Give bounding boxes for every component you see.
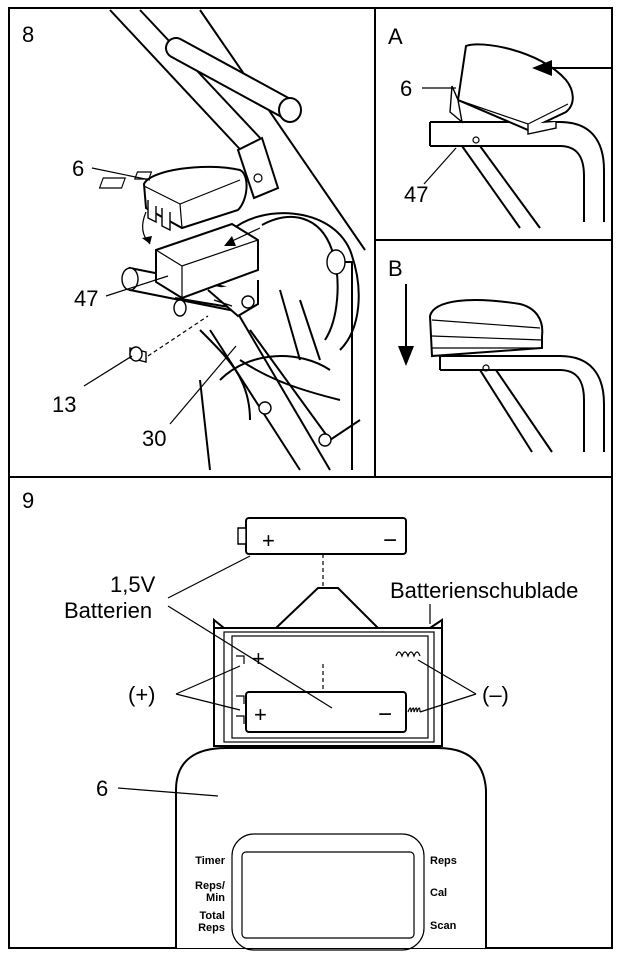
detail-b-letter: B (388, 256, 403, 281)
detail-a-letter: A (388, 24, 403, 49)
display-label-reps: Reps (430, 855, 457, 867)
display-label-total-2: Reps (198, 922, 225, 934)
battery-top-minus: − (383, 527, 397, 554)
battery-bottom-plus: + (254, 702, 267, 727)
callout-bracket-47-a: 47 (404, 182, 428, 207)
step-8-number: 8 (22, 22, 34, 47)
display-label-repsmin-2: Min (206, 892, 225, 904)
tray-plus-mark: + (252, 646, 265, 671)
step-8-illustration (83, 9, 366, 471)
step-9-number: 9 (22, 488, 34, 513)
display-label-timer: Timer (195, 855, 225, 867)
battery-top-plus: + (262, 528, 275, 553)
callout-console-6-step9: 6 (96, 776, 108, 801)
display-label-total-1: Total (200, 910, 225, 922)
callout-console-6: 6 (72, 156, 84, 181)
battery-label-line1: 1,5V (110, 572, 156, 597)
step-9-illustration (117, 517, 487, 951)
minus-terminal-label: (–) (482, 682, 509, 707)
battery-bottom-minus: − (378, 701, 392, 728)
callout-bracket-47: 47 (74, 286, 98, 311)
display-label-repsmin-1: Reps/ (195, 880, 225, 892)
battery-tray-label: Batterienschublade (390, 578, 578, 603)
detail-b-illustration (398, 284, 605, 453)
callout-console-6-a: 6 (400, 76, 412, 101)
callout-screw-13: 13 (52, 392, 76, 417)
detail-a-illustration (422, 43, 612, 229)
plus-terminal-label: (+) (128, 682, 156, 707)
callout-frame-30: 30 (142, 426, 166, 451)
display-label-scan: Scan (430, 920, 457, 932)
battery-label-line2: Batterien (64, 598, 152, 623)
display-label-cal: Cal (430, 887, 447, 899)
